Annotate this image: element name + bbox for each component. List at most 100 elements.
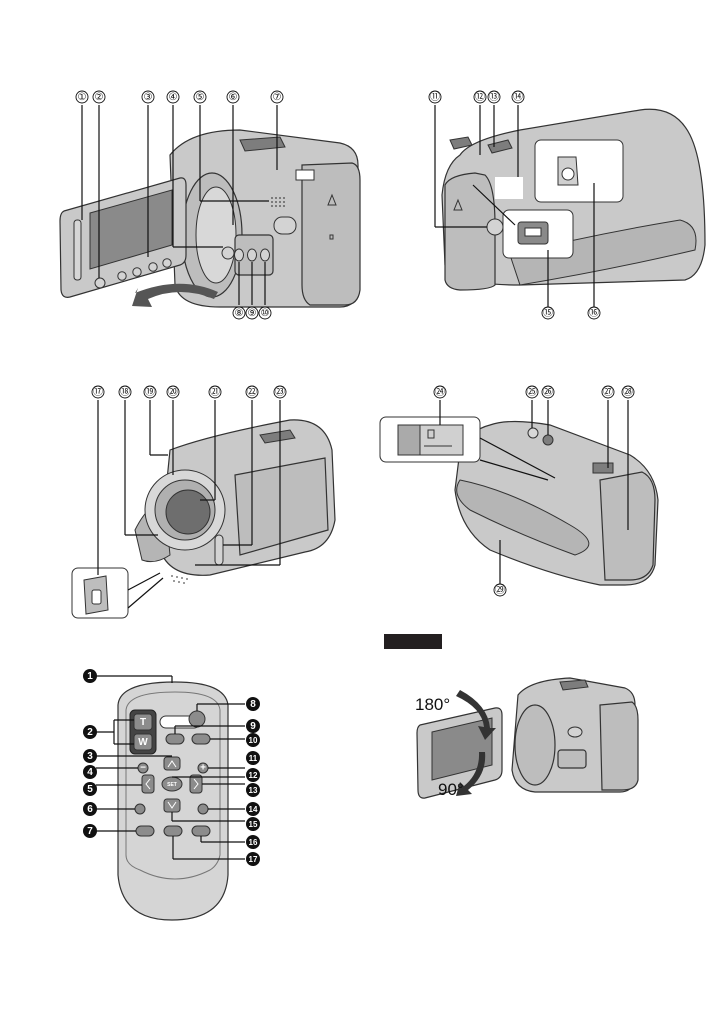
svg-text:㉙: ㉙	[495, 584, 505, 596]
remote-right-button	[190, 775, 202, 793]
bottom-view-illustration: ㉔ ㉕ ㉖ ㉗ ㉘ ㉙	[370, 380, 670, 600]
callout-16: ⑯	[588, 307, 600, 319]
rotation-angle-90-label: 90°	[438, 780, 464, 800]
tripod-mount	[543, 435, 553, 445]
remote-callout-7: 7	[83, 824, 97, 838]
callout-18: ⑱	[119, 386, 131, 398]
svg-text:③: ③	[144, 92, 153, 103]
svg-text:⑧: ⑧	[235, 308, 244, 319]
indicator-lamps	[296, 170, 314, 180]
callout-22: ㉒	[246, 386, 258, 398]
remote-callout-5: 5	[83, 782, 97, 796]
svg-text:㉘: ㉘	[623, 386, 633, 398]
battery-end-panel	[445, 173, 495, 290]
section-label-box	[384, 634, 442, 649]
svg-text:⑱: ⑱	[120, 386, 130, 398]
svg-text:5: 5	[87, 784, 93, 795]
lcd-rotation-figure: 180° 90° 90°	[410, 670, 650, 800]
callout-20: ⑳	[167, 386, 179, 398]
callout-5: ⑤	[194, 91, 206, 103]
callout-4: ④	[167, 91, 179, 103]
svg-text:16: 16	[249, 838, 258, 847]
svg-text:⑥: ⑥	[229, 92, 238, 103]
svg-text:17: 17	[249, 855, 258, 864]
inset-pointer-line-2	[128, 578, 163, 608]
remote-button-8	[189, 711, 205, 727]
lens-cover-switch	[215, 535, 223, 565]
minus-label: −	[140, 763, 146, 774]
callout-29: ㉙	[494, 584, 506, 596]
svg-text:④: ④	[169, 92, 178, 103]
set-label: SET	[167, 782, 177, 788]
inset-pointer-line	[128, 573, 160, 590]
svg-text:⑩: ⑩	[261, 308, 270, 319]
rotation-angle-180: 180°	[415, 695, 450, 714]
svg-text:4: 4	[87, 767, 93, 778]
power-button-shape	[222, 247, 234, 259]
svg-text:12: 12	[249, 771, 258, 780]
record-button-shape	[274, 217, 296, 234]
callout-14: ⑭	[512, 91, 524, 103]
lcd-button-1	[95, 278, 105, 288]
remote-callout-2: 2	[83, 725, 97, 739]
remote-callout-8: 8	[246, 697, 260, 711]
svg-text:⑰: ⑰	[93, 386, 103, 398]
callout-11: ⑪	[429, 91, 441, 103]
callout-21: ㉑	[209, 386, 221, 398]
remote-callout-11: 11	[246, 751, 260, 765]
remote-skip-back-button	[135, 804, 145, 814]
front-right-view-figure: ⑰ ⑱ ⑲ ⑳ ㉑ ㉒ ㉓	[60, 380, 360, 600]
svg-text:⑫: ⑫	[475, 91, 485, 103]
svg-text:㉔: ㉔	[435, 386, 445, 398]
callout-12: ⑫	[474, 91, 486, 103]
callout-7: ⑦	[271, 91, 283, 103]
touch-sensor-strip	[74, 220, 81, 280]
svg-text:⑳: ⑳	[168, 386, 178, 398]
svg-text:14: 14	[249, 805, 258, 814]
remote-control-figure: T W − + SET	[70, 660, 300, 930]
battery-side-panel	[302, 163, 360, 305]
svg-text:1: 1	[87, 671, 93, 682]
callout-9: ⑨	[246, 307, 258, 319]
remote-callout-13: 13	[246, 783, 260, 797]
callout-24: ㉔	[434, 386, 446, 398]
rear-view-figure: ⑪ ⑫ ⑬ ⑭ ⑮ ⑯	[390, 85, 720, 325]
svg-text:10: 10	[249, 736, 258, 745]
remote-callout-15: 15	[246, 817, 260, 831]
callout-13: ⑬	[488, 91, 500, 103]
remote-down-button	[164, 799, 180, 812]
lcd-button-2	[118, 272, 126, 280]
svg-text:11: 11	[249, 754, 258, 763]
plus-label: +	[200, 763, 206, 774]
dc-jack-inset	[535, 140, 623, 202]
svg-text:⑲: ⑲	[145, 386, 155, 398]
front-left-view-figure: ① ② ③ ④ ⑤ ⑥ ⑦ ⑧ ⑨ ⑩	[40, 85, 370, 325]
zoom-w-label: W	[138, 737, 148, 748]
panel-button-8	[235, 249, 244, 261]
front-left-view-illustration: ① ② ③ ④ ⑤ ⑥ ⑦ ⑧ ⑨ ⑩	[40, 85, 370, 325]
svg-text:⑤: ⑤	[196, 92, 205, 103]
stud-hole	[528, 428, 538, 438]
callout-23: ㉓	[274, 386, 286, 398]
remote-callout-3: 3	[83, 749, 97, 763]
lcd-button-4	[149, 263, 157, 271]
remote-skip-forward-button	[198, 804, 208, 814]
front-right-view-illustration: ⑰ ⑱ ⑲ ⑳ ㉑ ㉒ ㉓	[60, 380, 360, 600]
dc-jack-socket	[562, 168, 574, 180]
svg-text:⑮: ⑮	[543, 307, 553, 319]
callout-26: ㉖	[542, 386, 554, 398]
svg-text:⑬: ⑬	[489, 91, 499, 103]
record-button-shape	[568, 727, 582, 737]
stereo-microphone	[171, 575, 188, 584]
callout-28: ㉘	[622, 386, 634, 398]
svg-text:①: ①	[78, 92, 87, 103]
remote-callout-12: 12	[246, 768, 260, 782]
svg-text:㉑: ㉑	[210, 386, 220, 398]
remote-control-illustration: T W − + SET	[70, 660, 300, 930]
remote-button-10	[192, 734, 210, 744]
zoom-t-label: T	[140, 717, 146, 728]
svg-text:3: 3	[87, 751, 93, 762]
svg-text:6: 6	[87, 804, 93, 815]
svg-text:8: 8	[250, 699, 256, 710]
lens-glass	[166, 490, 210, 534]
